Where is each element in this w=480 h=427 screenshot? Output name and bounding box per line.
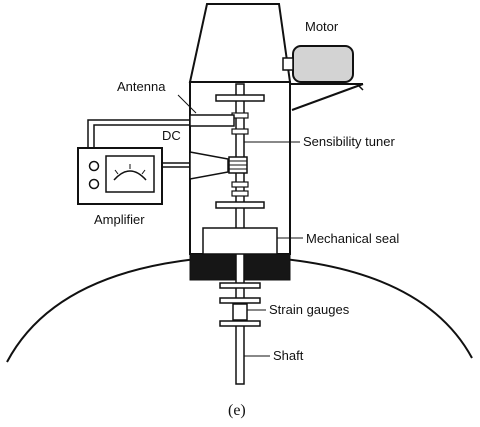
flange-lower [215,201,265,209]
meter-arc [113,170,147,181]
lower-flange-1 [219,282,261,289]
label-antenna: Antenna [117,79,166,94]
motor-bracket-strut [291,83,364,111]
motor [292,45,354,83]
label-amplifier: Amplifier [94,212,145,227]
flange-upper [215,94,265,102]
motor-coupling [282,57,294,71]
label-strain-gauges: Strain gauges [269,302,350,317]
lower-flange-3 [219,320,261,327]
amplifier-meter [105,155,155,193]
label-shaft: Shaft [273,348,304,363]
dc-cable-2 [93,124,190,148]
collar-2 [231,128,249,135]
label-mechanical-seal: Mechanical seal [306,231,399,246]
motor-bracket-tip [356,83,364,91]
strain-gauge [232,303,248,321]
amplifier-knob-bottom [88,178,100,190]
meter-tick-1 [114,169,119,175]
amplifier-knob-top [88,160,100,172]
mechanical-seal-box [202,227,278,255]
signal-cone [189,151,229,180]
housing-top [188,3,292,83]
figure-caption: (e) [228,402,246,419]
label-motor: Motor [305,19,339,34]
collar-3 [231,181,249,188]
dc-cable [87,119,190,148]
collar-4 [231,190,249,197]
lower-flange-2 [219,297,261,304]
antenna-block [189,114,235,127]
meter-tick-3 [141,169,146,175]
label-dc: DC [162,128,181,143]
leader-antenna [177,94,197,114]
label-sensibility-tuner: Sensibility tuner [303,134,395,149]
